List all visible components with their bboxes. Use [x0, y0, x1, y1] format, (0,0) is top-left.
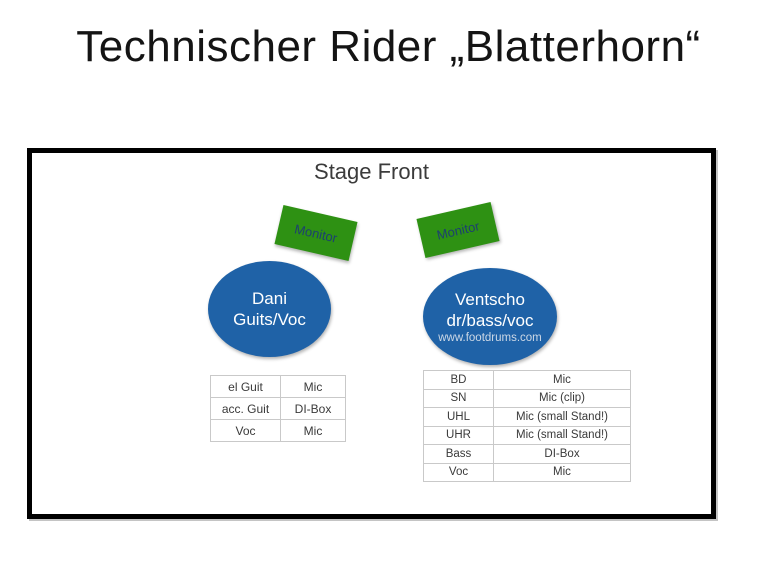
- table-cell: BD: [423, 370, 494, 390]
- performer-website: www.footdrums.com: [438, 331, 542, 344]
- table-cell: SN: [423, 388, 494, 408]
- table-cell: Mic: [280, 419, 346, 442]
- performer-circle-ventscho: Ventscho dr/bass/voc www.footdrums.com: [423, 268, 557, 365]
- table-cell: Voc: [423, 462, 494, 482]
- performer-role: Guits/Voc: [233, 310, 306, 329]
- stage-area: Stage Front Monitor Monitor Dani Guits/V…: [27, 148, 716, 519]
- table-cell: acc. Guit: [210, 397, 281, 420]
- table-cell: el Guit: [210, 375, 281, 398]
- table-cell: UHL: [423, 407, 494, 427]
- slide-title: Technischer Rider „Blatterhorn“: [76, 22, 701, 71]
- performer-name: Ventscho: [455, 289, 525, 309]
- table-cell: Bass: [423, 444, 494, 464]
- table-cell: DI-Box: [493, 444, 631, 464]
- table-cell: UHR: [423, 425, 494, 445]
- monitor-label: Monitor: [435, 217, 481, 243]
- table-cell: Mic (clip): [493, 388, 631, 408]
- stage-front-label: Stage Front: [314, 159, 429, 184]
- monitor-label: Monitor: [293, 220, 339, 246]
- performer-role: dr/bass/voc: [446, 310, 534, 330]
- table-cell: Mic (small Stand!): [493, 425, 631, 445]
- table-cell: Mic (small Stand!): [493, 407, 631, 427]
- table-cell: Mic: [493, 370, 631, 390]
- monitor-wedge-right: Monitor: [416, 201, 500, 259]
- table-cell: DI-Box: [280, 397, 346, 420]
- monitor-wedge-left: Monitor: [274, 204, 358, 262]
- performer-circle-dani: Dani Guits/Voc: [208, 261, 331, 357]
- performer-name: Dani: [252, 289, 287, 308]
- table-cell: Mic: [280, 375, 346, 398]
- table-cell: Mic: [493, 462, 631, 482]
- table-cell: Voc: [210, 419, 281, 442]
